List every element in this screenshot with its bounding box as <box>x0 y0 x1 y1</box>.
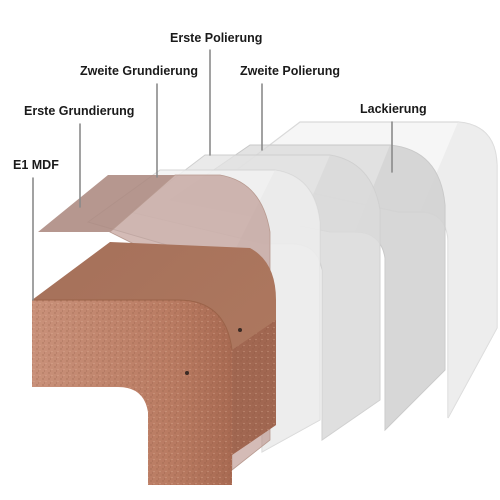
label-e1-mdf: E1 MDF <box>13 158 59 172</box>
label-second-primer: Zweite Grundierung <box>80 64 199 78</box>
label-second-polish: Zweite Polierung <box>240 64 341 78</box>
label-first-polish: Erste Polierung <box>170 31 263 45</box>
label-lacquer: Lackierung <box>360 102 427 116</box>
label-first-primer: Erste Grundierung <box>24 104 135 118</box>
leader-lines <box>32 49 393 301</box>
mdf-block <box>32 242 276 485</box>
